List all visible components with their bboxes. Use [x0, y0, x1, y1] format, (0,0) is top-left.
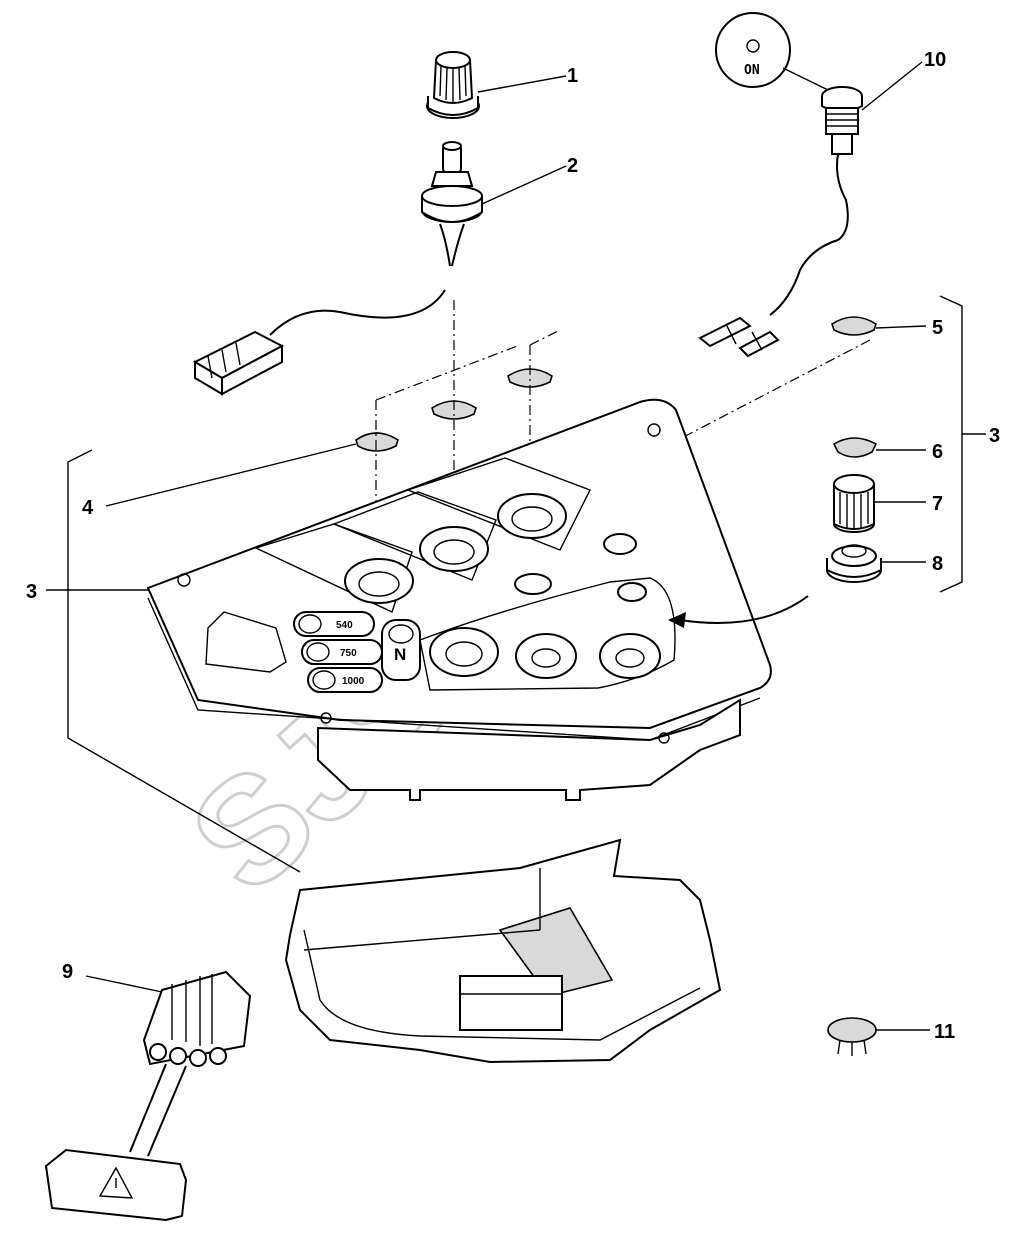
callout-5: 5	[932, 317, 943, 339]
callout-11: 11	[934, 1021, 955, 1043]
pto-1000-label: 1000	[342, 676, 365, 687]
on-button-label: ON	[744, 63, 760, 78]
callout-3-right: 3	[989, 425, 1000, 447]
callout-9: 9	[62, 961, 73, 983]
pto-1000-button	[307, 667, 383, 693]
callout-7: 7	[932, 493, 943, 515]
callout-8: 8	[932, 553, 943, 575]
part-11-clip	[827, 1017, 877, 1056]
part-10-switch: ON	[715, 12, 863, 316]
control-panel: 540 750 1000 N	[146, 398, 809, 801]
bottom-cover	[284, 838, 722, 1064]
pto-540-label: 540	[336, 620, 353, 631]
callout-numbers: 1 2 10 5 3 6 7 8 4 3 9 11	[26, 49, 1000, 1043]
part-1-knob	[426, 51, 480, 119]
callout-2: 2	[567, 155, 578, 177]
callout-3-left: 3	[26, 581, 37, 603]
part-8-bezel	[826, 544, 882, 583]
pto-540-button	[293, 611, 375, 637]
part-2-potentiometer	[269, 141, 483, 336]
leader-lines	[46, 61, 986, 1031]
callout-4: 4	[82, 497, 94, 519]
connector-right	[698, 316, 780, 358]
callout-10: 10	[924, 49, 946, 71]
callout-1: 1	[567, 65, 578, 87]
neutral-button	[381, 619, 421, 681]
callout-6: 6	[932, 441, 943, 463]
bracket-right	[939, 295, 963, 593]
bracket-left	[67, 449, 301, 873]
part-7-knob	[833, 474, 875, 533]
part-9-connector	[44, 970, 252, 1222]
neutral-label: N	[394, 645, 406, 664]
caps-group	[355, 300, 877, 550]
part-6-cap	[832, 437, 878, 458]
pto-750-label: 750	[340, 648, 357, 659]
connector-left	[192, 330, 285, 396]
arrow-head-icon	[668, 612, 686, 628]
